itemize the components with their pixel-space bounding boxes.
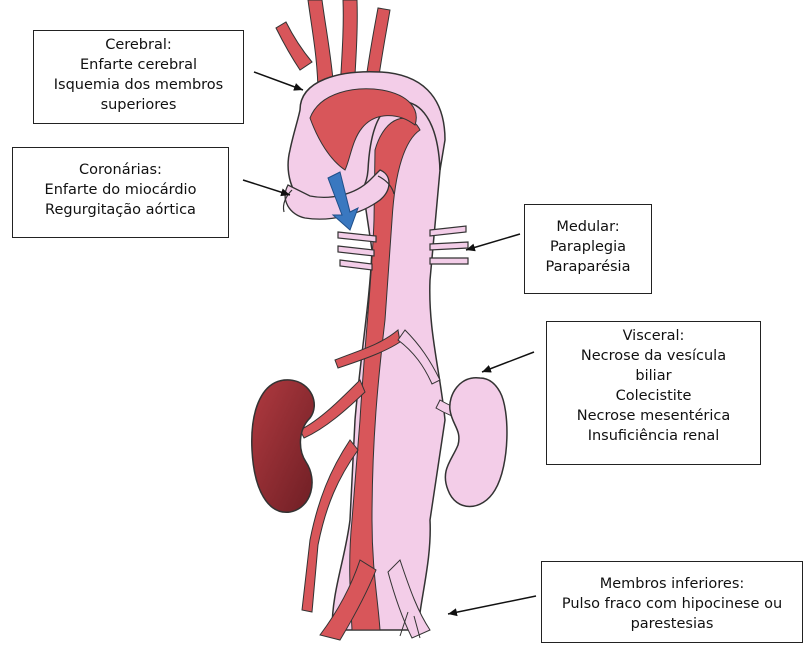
visceral-line: Insuficiência renal <box>553 426 754 446</box>
membros-inferiores-line: parestesias <box>548 614 796 634</box>
medular-title: Medular: <box>531 217 645 237</box>
visceral-line: Necrose mesentérica <box>553 406 754 426</box>
cerebral-title: Cerebral: <box>40 35 237 55</box>
cerebral-line: Enfarte cerebral <box>40 55 237 75</box>
medular-line: Paraplegia <box>531 237 645 257</box>
medular-line: Paraparésia <box>531 257 645 277</box>
membros-inferiores-line: Pulso fraco com hipocinese ou <box>548 594 796 614</box>
cerebral-line: superiores <box>40 95 237 115</box>
cerebral-label-box: Cerebral: Enfarte cerebral Isquemia dos … <box>33 30 244 124</box>
cerebral-line: Isquemia dos membros <box>40 75 237 95</box>
visceral-title: Visceral: <box>553 326 754 346</box>
coronarias-line: Regurgitação aórtica <box>19 200 222 220</box>
membros-inferiores-title: Membros inferiores: <box>548 574 796 594</box>
membros-inferiores-label-box: Membros inferiores: Pulso fraco com hipo… <box>541 561 803 643</box>
visceral-label-box: Visceral: Necrose da vesícula biliar Col… <box>546 321 761 465</box>
arrow-medular <box>466 234 520 250</box>
arrow-membros <box>448 596 536 614</box>
coronarias-line: Enfarte do miocárdio <box>19 180 222 200</box>
arrow-visceral <box>482 352 534 372</box>
visceral-line: Necrose da vesícula <box>553 346 754 366</box>
arrow-cerebral <box>254 72 303 90</box>
visceral-line: Colecistite <box>553 386 754 406</box>
medular-label-box: Medular: Paraplegia Paraparésia <box>524 204 652 294</box>
coronarias-label-box: Coronárias: Enfarte do miocárdio Regurgi… <box>12 147 229 238</box>
visceral-line: biliar <box>553 366 754 386</box>
left-kidney <box>252 380 314 512</box>
right-kidney <box>445 378 507 507</box>
coronarias-title: Coronárias: <box>19 160 222 180</box>
arrow-coronarias <box>243 180 290 195</box>
